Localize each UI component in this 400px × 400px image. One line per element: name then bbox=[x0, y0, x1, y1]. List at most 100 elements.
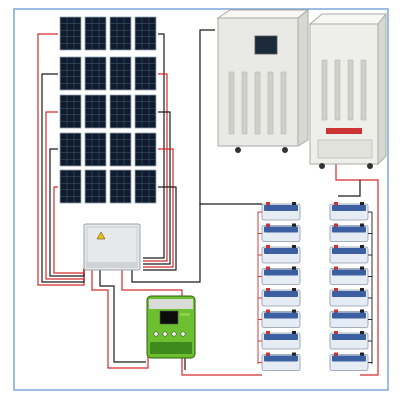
inverter-vent bbox=[321, 59, 328, 121]
battery-terminal-pos bbox=[266, 245, 270, 248]
battery-bank bbox=[257, 202, 373, 371]
battery bbox=[261, 223, 301, 242]
battery bbox=[329, 352, 369, 371]
inverter-to-battery-pos bbox=[335, 160, 379, 376]
inverter-warning-label bbox=[326, 128, 362, 134]
panel-body bbox=[134, 56, 157, 91]
solar-panel bbox=[134, 132, 157, 167]
battery-terminal-pos bbox=[266, 309, 270, 313]
solar-panel bbox=[134, 16, 157, 51]
battery-lid bbox=[332, 291, 366, 297]
battery bbox=[261, 202, 301, 221]
controller-to-battery-neg bbox=[131, 203, 262, 283]
controller-button bbox=[162, 331, 168, 337]
solar-panel-array bbox=[59, 16, 157, 204]
battery-terminal-pos bbox=[334, 245, 338, 248]
inverter-vent bbox=[228, 71, 235, 135]
battery-lid bbox=[332, 205, 366, 211]
battery bbox=[329, 223, 369, 242]
panel-body bbox=[84, 169, 107, 204]
panel-wire-right bbox=[143, 73, 168, 262]
battery-terminal-neg bbox=[292, 331, 296, 334]
wiring bbox=[37, 29, 379, 376]
controller-to-battery-pos bbox=[121, 270, 262, 376]
solar-panel bbox=[59, 169, 82, 204]
battery-terminal-neg bbox=[292, 223, 296, 227]
controller-terminal-strip bbox=[150, 342, 192, 354]
combiner-to-controller-pos bbox=[91, 270, 149, 369]
battery-lid bbox=[332, 226, 366, 233]
battery-terminal-pos bbox=[266, 223, 270, 227]
solar-panel bbox=[59, 56, 82, 91]
charge-controller bbox=[146, 295, 196, 359]
battery-terminal-neg bbox=[292, 352, 296, 356]
battery bbox=[261, 331, 301, 350]
panel-body bbox=[84, 132, 107, 167]
panel-body bbox=[59, 132, 82, 167]
inverter-back-side bbox=[377, 12, 387, 166]
battery bbox=[261, 309, 301, 328]
panel-body bbox=[134, 16, 157, 51]
battery-terminal-neg bbox=[292, 309, 296, 313]
battery-lid bbox=[332, 312, 366, 319]
battery bbox=[329, 266, 369, 285]
battery-lid bbox=[332, 269, 366, 276]
inverter-vent bbox=[280, 71, 287, 135]
battery-terminal-pos bbox=[266, 266, 270, 270]
battery-terminal-pos bbox=[334, 266, 338, 270]
solar-panel bbox=[59, 132, 82, 167]
solar-panel bbox=[109, 132, 132, 167]
caster-wheel bbox=[367, 163, 373, 169]
solar-panel bbox=[84, 132, 107, 167]
inverter-wire-neg bbox=[199, 29, 215, 205]
inverter-to-battery-neg bbox=[338, 180, 361, 197]
battery-terminal-neg bbox=[360, 331, 364, 334]
brand-mark bbox=[180, 313, 190, 316]
battery-terminal-pos bbox=[334, 352, 338, 356]
panel-body bbox=[109, 94, 132, 129]
panel-wire-left bbox=[53, 186, 85, 274]
panel-body bbox=[59, 16, 82, 51]
solar-panel bbox=[84, 56, 107, 91]
battery-lid bbox=[264, 291, 298, 297]
panel-body bbox=[134, 132, 157, 167]
battery-terminal-neg bbox=[360, 245, 364, 248]
controller-lcd bbox=[159, 310, 179, 325]
solar-panel bbox=[109, 16, 132, 51]
battery bbox=[329, 331, 369, 350]
caster-wheel bbox=[235, 147, 241, 153]
battery-terminal-neg bbox=[360, 202, 364, 205]
solar-panel bbox=[109, 94, 132, 129]
caster-wheel bbox=[282, 147, 288, 153]
battery-terminal-neg bbox=[360, 288, 364, 291]
panel-body bbox=[59, 56, 82, 91]
battery-lid bbox=[264, 312, 298, 319]
inverter-front-top bbox=[216, 9, 310, 19]
battery-terminal-pos bbox=[334, 202, 338, 205]
combiner-box bbox=[83, 223, 141, 271]
solar-panel bbox=[134, 94, 157, 129]
panel-body bbox=[59, 94, 82, 129]
panel-wire-right bbox=[143, 148, 174, 268]
solar-panel bbox=[59, 94, 82, 129]
solar-panel bbox=[134, 56, 157, 91]
battery bbox=[329, 288, 369, 307]
battery bbox=[261, 266, 301, 285]
diagram-frame bbox=[13, 8, 389, 391]
controller-button bbox=[153, 331, 159, 337]
battery bbox=[329, 202, 369, 221]
panel-body bbox=[109, 56, 132, 91]
battery-lid bbox=[264, 269, 298, 276]
inverter-display bbox=[254, 35, 278, 55]
battery-terminal-neg bbox=[292, 266, 296, 270]
panel-wire-right bbox=[143, 33, 165, 259]
solar-panel bbox=[109, 56, 132, 91]
warning-triangle-icon bbox=[96, 231, 106, 240]
battery-terminal-pos bbox=[334, 331, 338, 334]
solar-panel bbox=[134, 169, 157, 204]
inverter-vent bbox=[360, 59, 367, 121]
solar-panel bbox=[84, 169, 107, 204]
combiner-glands bbox=[86, 262, 138, 268]
battery-lid bbox=[264, 226, 298, 233]
